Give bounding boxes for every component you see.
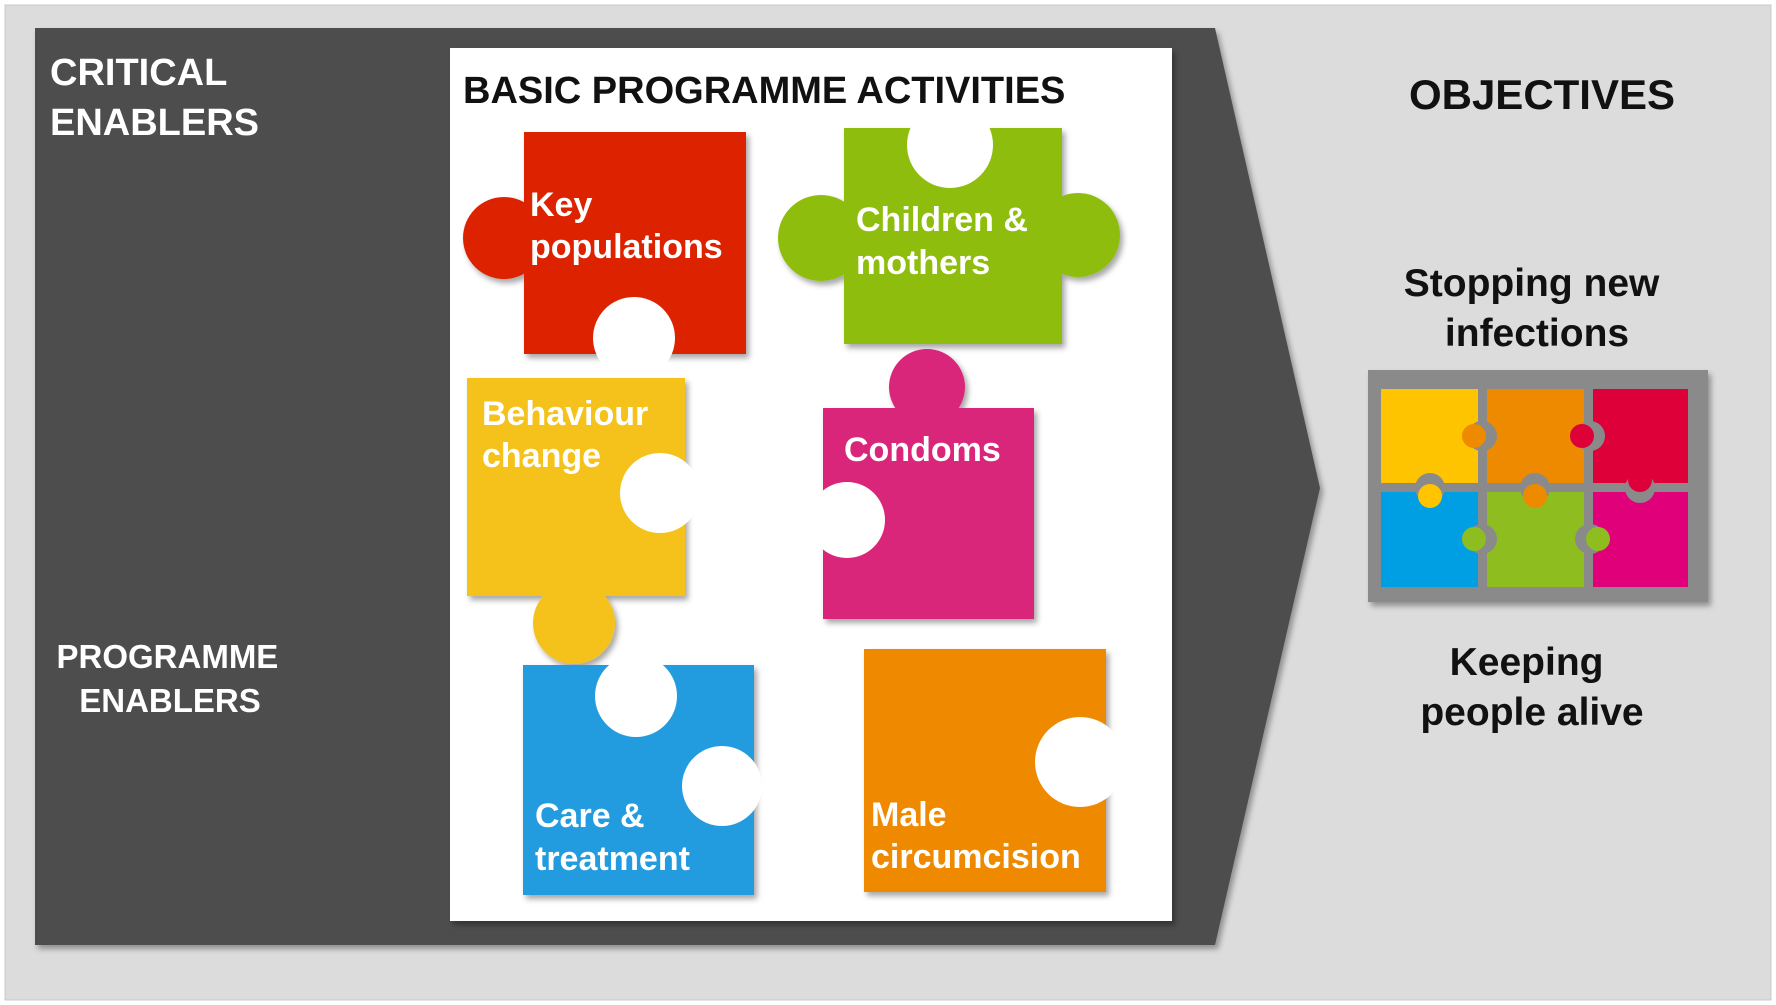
label-key-populations: Key populations [530, 186, 723, 266]
puzzle-icon [1368, 370, 1708, 602]
piece-condoms-tab [889, 349, 965, 425]
label-children-mothers: Children & mothers [856, 201, 1037, 282]
piece-children-mothers-tab-left [778, 195, 864, 281]
piece-children-mothers-tab-right [1036, 193, 1120, 277]
puzzle-icon-knob [1462, 424, 1486, 448]
activities-title: BASIC PROGRAMME ACTIVITIES [463, 70, 1065, 112]
piece-care-treatment-notch-top [595, 655, 677, 737]
piece-key-populations-tab [463, 197, 545, 279]
label-behaviour-change: Behaviour change [482, 395, 658, 475]
puzzle-icon-knob [1418, 484, 1442, 508]
puzzle-icon-knob [1462, 527, 1486, 551]
puzzle-icon-piece-orange [1487, 389, 1584, 483]
objective-keeping-people-alive: Keeping people alive [1420, 641, 1643, 734]
objective-stopping-new-infections: Stopping new infections [1404, 262, 1670, 355]
objectives-title: OBJECTIVES [1409, 71, 1675, 118]
programme-enablers-label: PROGRAMME ENABLERS [56, 638, 287, 719]
label-condoms: Condoms [844, 431, 1001, 469]
puzzle-icon-knob [1570, 424, 1594, 448]
puzzle-icon-knob [1586, 527, 1610, 551]
piece-care-treatment-notch-right [682, 746, 762, 826]
piece-behaviour-change-notch [620, 453, 700, 533]
piece-condoms-notch [809, 482, 885, 558]
puzzle-icon-piece-yellow [1381, 389, 1478, 483]
label-male-circumcision: Male circumcision [871, 796, 1081, 876]
puzzle-icon-piece-red [1593, 389, 1688, 483]
piece-male-circumcision-notch [1035, 717, 1125, 807]
piece-key-populations-notch [593, 297, 675, 379]
label-care-treatment: Care & treatment [535, 797, 690, 878]
piece-children-mothers-notch [907, 102, 993, 188]
critical-enablers-label: CRITICAL ENABLERS [50, 52, 259, 144]
puzzle-icon-knob [1628, 468, 1652, 492]
puzzle-icon-knob [1523, 484, 1547, 508]
piece-behaviour-change-tab [533, 582, 615, 664]
